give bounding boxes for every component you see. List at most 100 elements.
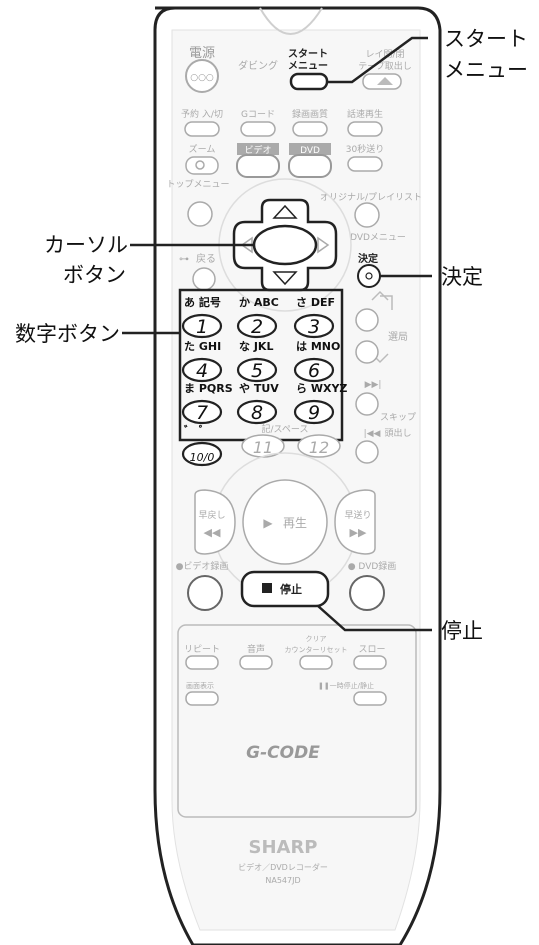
- repeat-label: リピート: [184, 644, 220, 655]
- rewind-label: 早戻し: [198, 509, 225, 521]
- callout-line-stop: [317, 605, 432, 632]
- clear-button[interactable]: [299, 655, 333, 670]
- number-key-2[interactable]: [236, 313, 278, 339]
- clear-label-1: クリア: [306, 635, 327, 643]
- start-menu-label-2: メニュー: [288, 60, 328, 72]
- number-key-3[interactable]: [293, 313, 335, 339]
- timer-button[interactable]: [184, 121, 220, 137]
- rewind-icon: ◀◀: [204, 526, 221, 539]
- start-menu-button[interactable]: [289, 72, 329, 91]
- number-key-8-digit: 8: [251, 402, 263, 424]
- channel-up-button[interactable]: [355, 308, 379, 332]
- skip-back-button[interactable]: [355, 440, 379, 464]
- rewind-button[interactable]: [194, 489, 236, 555]
- rec-quality-label: 録画画質: [292, 108, 328, 120]
- number-key-1-digit: 1: [196, 316, 208, 338]
- repeat-button[interactable]: [185, 655, 219, 670]
- skip30-button[interactable]: [347, 156, 383, 172]
- number-key-7[interactable]: [181, 399, 223, 425]
- video-button[interactable]: [236, 154, 280, 178]
- channel-down-button[interactable]: [355, 340, 379, 364]
- callout-enter: 決定: [441, 265, 483, 289]
- svg-text:○○○: ○○○: [190, 73, 214, 83]
- dvd-rec-label: ● DVD録画: [348, 560, 397, 572]
- skip30-label: 30秒送り: [346, 143, 384, 155]
- stop-icon: [262, 583, 272, 593]
- callout-cursor-1: カーソル: [44, 233, 128, 257]
- number-key-4[interactable]: [181, 357, 223, 383]
- eject-label-1: レイ開/閉: [365, 49, 404, 60]
- callout-line-start-menu: [327, 36, 428, 84]
- channel-label: 選局: [388, 330, 408, 343]
- key-label-5: な JKL: [239, 340, 273, 353]
- speed-play-button[interactable]: [347, 121, 383, 137]
- play-button[interactable]: [242, 479, 328, 565]
- rec-quality-button[interactable]: [292, 121, 328, 137]
- ff-button[interactable]: [334, 489, 376, 555]
- key-label-10: ゛ ゜: [183, 423, 210, 437]
- stop-button[interactable]: [240, 570, 330, 608]
- number-key-9-digit: 9: [308, 402, 320, 424]
- number-key-1[interactable]: [181, 313, 223, 339]
- number-key-6[interactable]: [293, 357, 335, 383]
- key-label-4: た GHI: [184, 340, 221, 353]
- dvd-label-bg: [289, 143, 331, 155]
- skip-forward-button[interactable]: [355, 392, 379, 416]
- display-button[interactable]: [185, 691, 219, 706]
- clear-label-2: カウンターリセット: [285, 645, 348, 654]
- key-label-1: あ 記号: [184, 295, 221, 309]
- cursor-down-icon[interactable]: [272, 271, 298, 286]
- video-label-bg: [237, 143, 279, 155]
- number-key-9[interactable]: [293, 399, 335, 425]
- pause-button[interactable]: [353, 691, 387, 706]
- cursor-up-icon[interactable]: [272, 204, 298, 219]
- number-key-7-digit: 7: [196, 402, 208, 424]
- zoom-button[interactable]: [185, 156, 219, 175]
- video-rec-button[interactable]: [187, 575, 223, 611]
- ir-window: [259, 7, 323, 35]
- callout-numeric: 数字ボタン: [15, 322, 120, 346]
- stop-label: 停止: [280, 582, 302, 596]
- original-button[interactable]: [354, 202, 380, 228]
- dvd-label: DVD: [300, 146, 320, 156]
- zoom-label: ズーム: [189, 143, 216, 155]
- dubbing-label: ダビング: [238, 59, 278, 72]
- button-12[interactable]: [297, 434, 341, 458]
- callout-cursor-2: ボタン: [63, 263, 126, 287]
- timer-label: 予約 入/切: [181, 108, 223, 120]
- gcode-button[interactable]: [240, 121, 276, 137]
- cursor-center-button[interactable]: [252, 224, 318, 266]
- callout-start-menu-1: スタート: [444, 27, 528, 51]
- slow-label: スロー: [358, 645, 385, 655]
- dvd-rec-button[interactable]: [349, 575, 385, 611]
- ff-label: 早送り: [344, 509, 371, 521]
- lower-panel: [177, 624, 417, 818]
- number-key-8[interactable]: [236, 399, 278, 425]
- dvd-button[interactable]: [288, 154, 332, 178]
- callout-stop: 停止: [441, 619, 483, 643]
- power-button[interactable]: [185, 59, 219, 93]
- skip-label-1: スキップ: [380, 412, 416, 423]
- number-key-5-digit: 5: [251, 360, 263, 382]
- key-label-7: ま PQRS: [184, 382, 233, 395]
- cursor-right-icon[interactable]: [317, 236, 330, 254]
- slow-button[interactable]: [353, 655, 387, 670]
- back-label: 戻る: [196, 252, 216, 265]
- back-button[interactable]: [192, 267, 216, 291]
- key-label-6: は MNO: [296, 340, 340, 353]
- model-number: NA547JD: [265, 876, 300, 885]
- number-key-5[interactable]: [236, 357, 278, 383]
- display-label: 画面表示: [186, 681, 214, 690]
- top-menu-button[interactable]: [187, 201, 213, 227]
- enter-button[interactable]: [357, 264, 381, 288]
- back-key-icon: ⊶: [179, 254, 189, 265]
- skip-back-icon: |◀◀: [364, 429, 381, 439]
- number-key-4-digit: 4: [196, 360, 208, 382]
- callout-start-menu-2: メニュー: [444, 58, 528, 82]
- button-11-label: 11: [253, 438, 273, 457]
- video-rec-label: ●ビデオ録画: [176, 560, 229, 572]
- audio-button[interactable]: [239, 655, 273, 670]
- number-key-10[interactable]: [181, 441, 223, 467]
